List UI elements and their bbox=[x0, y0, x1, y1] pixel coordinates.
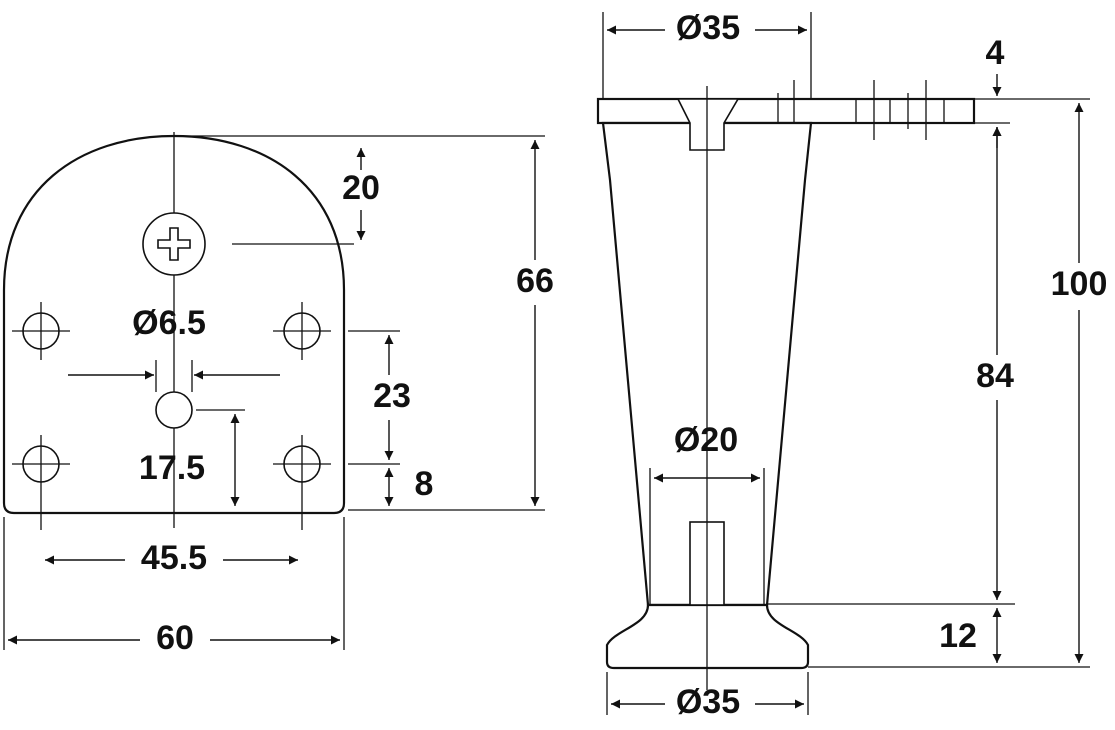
fixing-hole-bottom-left bbox=[12, 435, 70, 530]
leg-flange-plate bbox=[596, 97, 976, 125]
fixing-hole-top-right bbox=[273, 302, 331, 360]
fixing-hole-top-left bbox=[12, 302, 70, 360]
dim-centre-hole-offset: 17.5 bbox=[139, 449, 205, 487]
dim-body-height: 84 bbox=[976, 357, 1014, 395]
countersink-hole bbox=[676, 98, 740, 151]
fixing-hole-bottom-right bbox=[273, 435, 331, 530]
dim-hole-pitch-vertical: 23 bbox=[373, 377, 411, 415]
dim-glide-height: 12 bbox=[939, 617, 977, 655]
dim-leg-top-dia: Ø35 bbox=[676, 9, 740, 47]
dim-plate-height: 66 bbox=[516, 262, 554, 300]
dim-leg-height: 100 bbox=[1051, 265, 1108, 303]
central-screw bbox=[142, 212, 354, 276]
mounting-plate-view: 20 66 Ø6.5 23 17.5 8 45.5 60 bbox=[2, 132, 554, 657]
dim-flange-thickness: 4 bbox=[986, 34, 1005, 72]
dim-glide-dia: Ø35 bbox=[676, 683, 740, 721]
leg-side-view: Ø35 4 100 84 Ø20 12 Ø35 bbox=[596, 9, 1108, 721]
dim-hole-pitch-horizontal: 45.5 bbox=[141, 539, 207, 577]
dim-bottom-hole-offset: 8 bbox=[415, 465, 434, 503]
dim-plate-width: 60 bbox=[156, 619, 194, 657]
centre-hole bbox=[155, 360, 193, 429]
dim-plate-top-to-screw: 20 bbox=[342, 169, 380, 207]
dim-screw-hole-dia: Ø6.5 bbox=[132, 304, 206, 342]
phillips-cross-icon bbox=[157, 227, 191, 261]
dim-foot-dia: Ø20 bbox=[674, 421, 738, 459]
